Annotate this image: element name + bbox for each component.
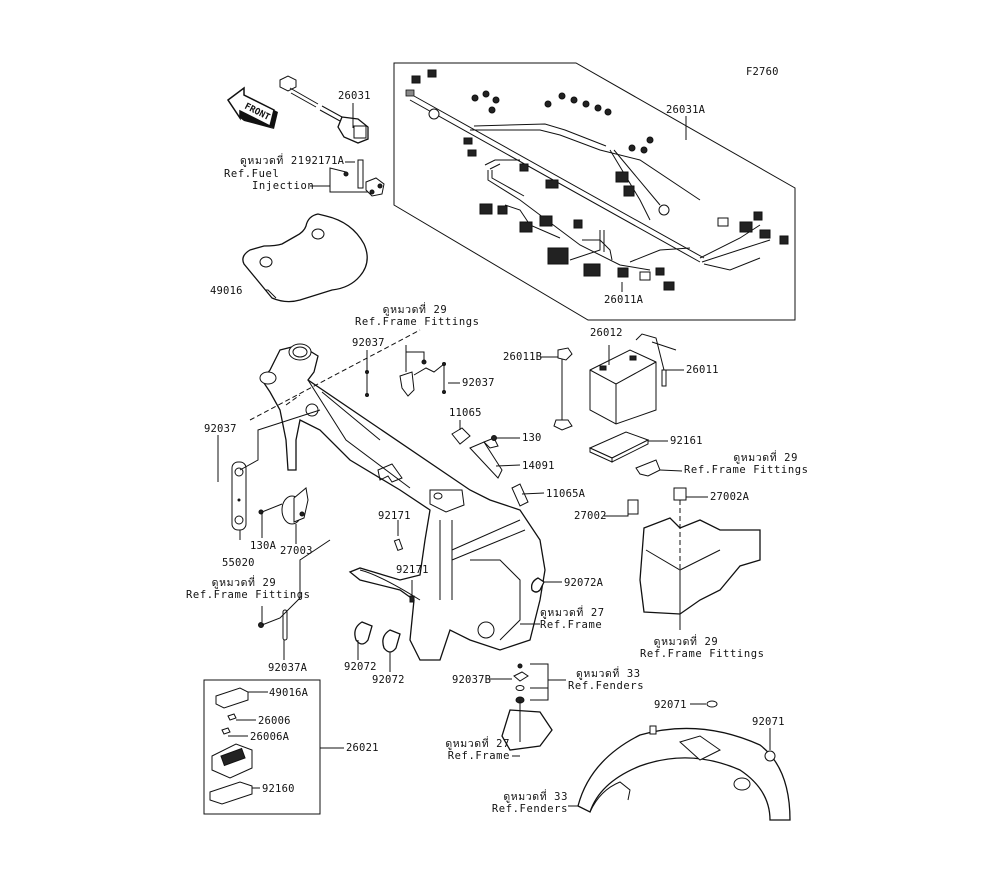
part-label-92072A[interactable]: 92072A: [564, 577, 604, 589]
part-label-92037A[interactable]: 92037A: [268, 662, 308, 674]
ref-frame-lower-thai: ดูหมวดที่ 27: [445, 738, 510, 750]
part-label-92037-right[interactable]: 92037: [462, 377, 495, 389]
part-label-92160[interactable]: 92160: [262, 783, 295, 795]
part-26011B-cable: [553, 347, 573, 431]
part-label-26012[interactable]: 26012: [590, 327, 623, 339]
ref-frame-fittings-left-thai: ดูหมวดที่ 29: [211, 577, 277, 589]
part-27003-horn: [281, 487, 309, 525]
ref-frame-mid-en: Ref.Frame: [540, 619, 603, 631]
part-92072-clamp-a: [354, 621, 373, 645]
part-92072-clamp-b: [382, 629, 401, 653]
part-label-11065A[interactable]: 11065A: [546, 488, 586, 500]
ref-frame-fittings-left: ดูหมวดที่ 29 Ref.Frame Fittings: [186, 577, 311, 601]
ref-frame-fittings-bottom: ดูหมวดที่ 29 Ref.Frame Fittings: [640, 636, 765, 660]
ref-frame-mid: ดูหมวดที่ 27 Ref.Frame: [540, 607, 605, 631]
ref-frame-fittings-right-en: Ref.Frame Fittings: [684, 464, 809, 476]
part-label-92071-a[interactable]: 92071: [654, 699, 687, 711]
part-label-14091[interactable]: 14091: [522, 460, 555, 472]
part-label-26006A[interactable]: 26006A: [250, 731, 290, 743]
part-label-92171A[interactable]: 92171A: [305, 155, 345, 167]
part-130-bolt: [491, 435, 497, 441]
part-label-27002[interactable]: 27002: [574, 510, 607, 522]
part-92171-bolt-b: [409, 595, 415, 603]
ref-fenders-lower-en: Ref.Fenders: [491, 803, 568, 815]
part-92037-top: [365, 370, 369, 397]
ref-frame-fittings-top: ดูหมวดที่ 29 Ref.Frame Fittings: [355, 304, 480, 328]
part-label-26021[interactable]: 26021: [346, 742, 379, 754]
part-11065A-grommet: [511, 483, 529, 507]
figure-code: F2760: [746, 66, 779, 78]
part-55020-plate: [231, 461, 247, 531]
ref-frame-mid-thai: ดูหมวดที่ 27: [540, 607, 605, 619]
part-label-92071-b[interactable]: 92071: [752, 716, 785, 728]
bracket-frame-fittings-top: [399, 359, 446, 397]
part-label-92171-a[interactable]: 92171: [378, 510, 411, 522]
part-label-26006[interactable]: 26006: [258, 715, 291, 727]
part-label-92037-left[interactable]: 92037: [204, 423, 237, 435]
part-92037A-pin: [258, 609, 288, 641]
ref-frame-fittings-bottom-thai: ดูหมวดที่ 29: [653, 636, 719, 648]
ref-fenders-mid: ดูหมวดที่ 33 Ref.Fenders: [568, 668, 644, 692]
battery-case: [639, 500, 761, 615]
part-14091-cover: [469, 437, 503, 479]
ref-frame-fittings-right: ดูหมวดที่ 29 Ref.Frame Fittings: [684, 452, 809, 476]
part-label-92072-a[interactable]: 92072: [344, 661, 377, 673]
part-label-27003[interactable]: 27003: [280, 545, 313, 557]
part-27002A-relay: [673, 487, 687, 501]
ref-frame-fittings-right-thai: ดูหมวดที่ 29: [733, 452, 798, 464]
part-label-92037B[interactable]: 92037B: [452, 674, 492, 686]
part-label-26011B[interactable]: 26011B: [503, 351, 543, 363]
part-92171A-clip: [343, 159, 385, 197]
part-92161-pad: [588, 431, 650, 463]
ref-fuel-injection-line2: Injection: [252, 180, 315, 192]
part-label-49016A[interactable]: 49016A: [269, 687, 309, 699]
part-26021-box: [203, 679, 321, 815]
part-label-92072-b[interactable]: 92072: [372, 674, 405, 686]
part-label-26011[interactable]: 26011: [686, 364, 719, 376]
front-arrow-icon: FRONT: [226, 86, 278, 129]
part-label-11065[interactable]: 11065: [449, 407, 482, 419]
part-92037B-clip: [513, 663, 529, 704]
part-label-26031A[interactable]: 26031A: [666, 104, 706, 116]
part-label-92171-b[interactable]: 92171: [396, 564, 429, 576]
part-26031-harness: [279, 75, 369, 144]
ref-frame-lower: ดูหมวดที่ 27 Ref.Frame: [412, 738, 510, 762]
ref-fenders-lower: ดูหมวดที่ 33 Ref.Fenders: [476, 791, 568, 815]
part-26011-cable: [635, 333, 677, 387]
rear-bracket: [501, 700, 553, 751]
part-label-92161[interactable]: 92161: [670, 435, 703, 447]
part-92171-bolt-a: [393, 538, 404, 552]
part-label-92037-top[interactable]: 92037: [352, 337, 385, 349]
ref-frame-fittings-top-en: Ref.Frame Fittings: [355, 316, 480, 328]
part-label-26031[interactable]: 26031: [338, 90, 371, 102]
ref-frame-fittings-left-en: Ref.Frame Fittings: [186, 589, 311, 601]
part-label-130A[interactable]: 130A: [250, 540, 277, 552]
part-label-55020[interactable]: 55020: [222, 557, 255, 569]
part-relay-bracket: [635, 459, 661, 477]
part-27002-relay: [627, 499, 639, 515]
frame: [249, 329, 546, 661]
leader-lines: [217, 103, 771, 807]
part-130A-bolt: [258, 503, 283, 515]
ref-fenders-mid-thai: ดูหมวดที่ 33: [576, 668, 641, 680]
part-92072A-clamp: [530, 577, 545, 593]
part-11065-grommet: [451, 427, 471, 445]
ref-frame-fittings-bottom-en: Ref.Frame Fittings: [640, 648, 765, 660]
part-label-26011A[interactable]: 26011A: [604, 294, 644, 306]
part-49016-pad: [242, 213, 368, 303]
ref-fuel-injection-line1: Ref.Fuel: [224, 168, 280, 180]
ref-frame-fittings-top-thai: ดูหมวดที่ 29: [382, 304, 448, 316]
part-label-27002A[interactable]: 27002A: [710, 491, 750, 503]
part-label-130[interactable]: 130: [522, 432, 542, 444]
ref-frame-lower-en: Ref.Frame: [447, 750, 510, 762]
part-26031A-main-harness: [393, 62, 796, 321]
part-label-49016[interactable]: 49016: [210, 285, 243, 297]
ref-fuel-injection-thai: ดูหมวดที่ 21: [240, 155, 305, 167]
rear-fender: [577, 700, 791, 821]
ref-fenders-mid-en: Ref.Fenders: [568, 680, 645, 692]
ref-fenders-lower-thai: ดูหมวดที่ 33: [503, 791, 568, 803]
part-26012-battery: [589, 349, 657, 425]
